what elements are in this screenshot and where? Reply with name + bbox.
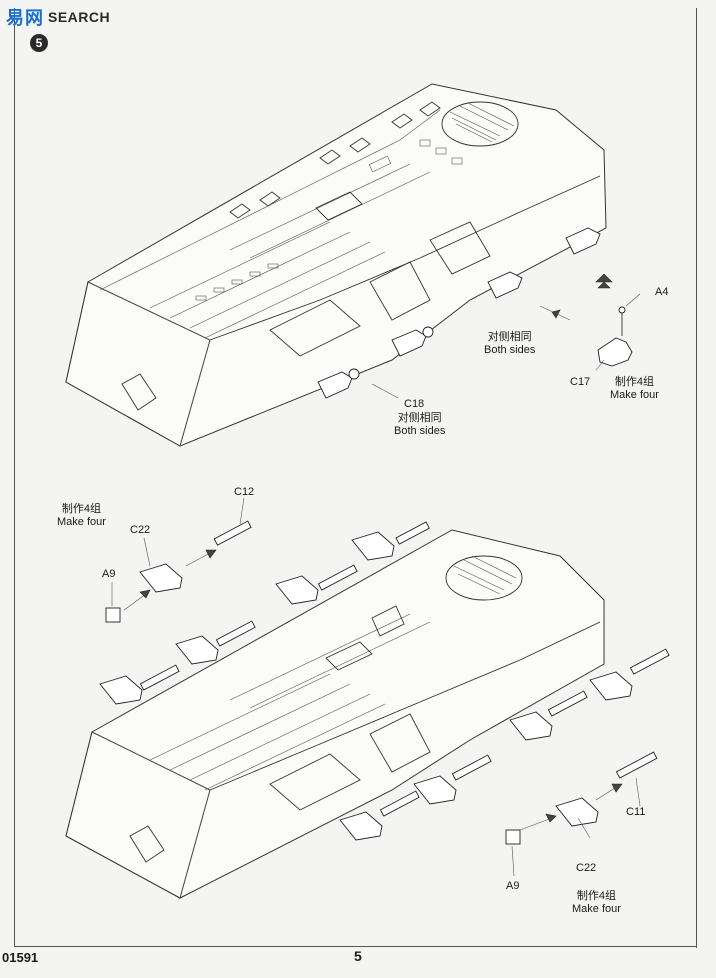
- part-label-c11: C11: [626, 806, 646, 818]
- lower-hull-drawing: [65, 529, 605, 899]
- upper-hull-drawing: [65, 83, 607, 447]
- note-both-sides-right: 对侧相同 Both sides: [484, 331, 535, 357]
- note-make-four-upper-en: Make four: [610, 389, 659, 401]
- note-both-sides-c18-cn: 对侧相同: [397, 412, 442, 424]
- watermark-cn-text: 易网: [6, 8, 44, 28]
- part-label-c22-right: C22: [576, 862, 597, 874]
- watermark: 易网 SEARCH: [6, 4, 110, 30]
- part-label-c22-left: C22: [130, 524, 151, 536]
- note-both-sides-c18: 对侧相同 Both sides: [394, 412, 445, 438]
- part-label-a9-right: A9: [506, 880, 520, 892]
- page-frame: [14, 8, 697, 947]
- note-make-four-left-en: Make four: [57, 516, 106, 528]
- part-label-c18: C18: [404, 398, 425, 410]
- step-number-badge: 5: [30, 34, 48, 52]
- page-number: 5: [354, 948, 362, 964]
- note-both-sides-c18-en: Both sides: [394, 425, 446, 437]
- page-frame-right-edge: [696, 8, 697, 948]
- note-make-four-upper-cn: 制作4组: [614, 376, 655, 388]
- product-code: 01591: [2, 950, 39, 965]
- note-make-four-right: 制作4组 Make four: [572, 890, 621, 916]
- part-label-c12: C12: [234, 486, 255, 498]
- watermark-en-text: SEARCH: [48, 9, 111, 25]
- upper-parts-drawing: [317, 227, 641, 399]
- note-make-four-upper: 制作4组 Make four: [610, 376, 659, 402]
- part-label-a4: A4: [655, 286, 669, 298]
- lower-suspension-parts-drawing: [99, 497, 670, 877]
- note-make-four-right-cn: 制作4组: [576, 890, 617, 902]
- part-label-a9-left: A9: [102, 568, 116, 580]
- note-make-four-right-en: Make four: [572, 903, 621, 915]
- note-both-sides-right-en: Both sides: [484, 344, 536, 356]
- part-label-c17: C17: [570, 376, 591, 388]
- note-make-four-left: 制作4组 Make four: [57, 503, 106, 529]
- note-both-sides-right-cn: 对侧相同: [487, 331, 532, 343]
- note-make-four-left-cn: 制作4组: [61, 503, 102, 515]
